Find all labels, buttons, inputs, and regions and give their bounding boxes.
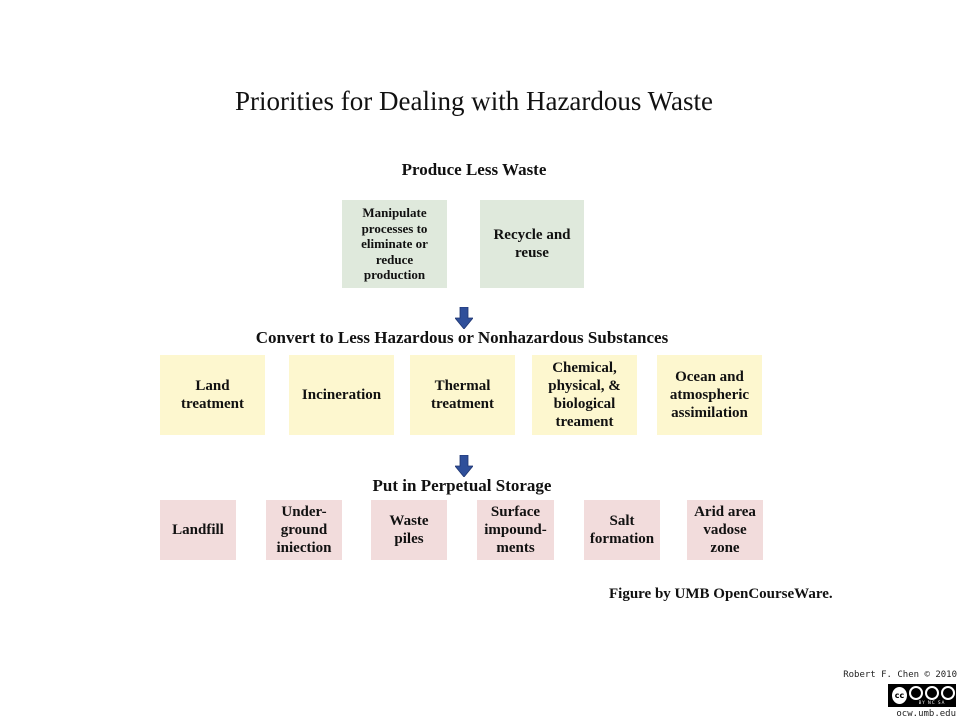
- tier-label-storage: Put in Perpetual Storage: [372, 476, 552, 495]
- box-waste-piles: Waste piles: [371, 500, 447, 560]
- box-manipulate-processes: Manipulate processes to eliminate or red…: [342, 200, 447, 288]
- diagram-title: Priorities for Dealing with Hazardous Wa…: [235, 86, 713, 116]
- noncommercial-icon: [925, 686, 939, 700]
- box-label: Land treatment: [180, 378, 245, 412]
- box-arid-area-vadose-zone: Arid area vadose zone: [687, 500, 763, 560]
- site-link[interactable]: ocw.umb.edu: [896, 709, 956, 719]
- box-label: Recycle and reuse: [493, 227, 571, 261]
- license-icons: [909, 686, 955, 700]
- box-label: Surface impound-ments: [484, 504, 547, 556]
- box-label: Manipulate processes to eliminate or red…: [361, 205, 428, 283]
- box-recycle-reuse: Recycle and reuse: [480, 200, 584, 288]
- box-thermal-treatment: Thermal treatment: [410, 355, 515, 435]
- box-incineration: Incineration: [289, 355, 394, 435]
- box-label: Incineration: [301, 387, 382, 403]
- figure-credit: Figure by UMB OpenCourseWare.: [609, 586, 833, 602]
- cc-logo-icon: cc: [892, 687, 907, 704]
- box-label: Landfill: [172, 522, 224, 538]
- box-landfill: Landfill: [160, 500, 236, 560]
- box-label: Chemical, physical, & biological treamen…: [548, 360, 621, 430]
- license-terms: BY NC SA: [909, 686, 955, 705]
- box-label: Waste piles: [389, 513, 429, 547]
- copyright-notice: Robert F. Chen © 2010: [843, 670, 957, 680]
- license-terms-label: BY NC SA: [918, 700, 946, 705]
- down-arrow-icon: [455, 455, 473, 477]
- box-surface-impoundments: Surface impound-ments: [477, 500, 554, 560]
- down-arrow-icon: [455, 307, 473, 329]
- box-underground-injection: Under-ground iniection: [266, 500, 342, 560]
- box-label: Arid area vadose zone: [694, 504, 756, 556]
- tier-label-produce-less: Produce Less Waste: [401, 160, 547, 179]
- attribution-icon: [909, 686, 923, 700]
- box-label: Thermal treatment: [430, 378, 495, 412]
- box-ocean-atmospheric: Ocean and atmospheric assimilation: [657, 355, 762, 435]
- box-label: Salt formation: [589, 513, 655, 547]
- box-salt-formation: Salt formation: [584, 500, 660, 560]
- tier-label-convert: Convert to Less Hazardous or Nonhazardou…: [255, 328, 669, 347]
- box-chemical-physical-biological: Chemical, physical, & biological treamen…: [532, 355, 637, 435]
- sharealike-icon: [941, 686, 955, 700]
- box-label: Ocean and atmospheric assimilation: [669, 369, 750, 421]
- creative-commons-by-nc-sa-icon: cc BY NC SA: [888, 684, 956, 707]
- box-label: Under-ground iniection: [276, 504, 332, 556]
- box-land-treatment: Land treatment: [160, 355, 265, 435]
